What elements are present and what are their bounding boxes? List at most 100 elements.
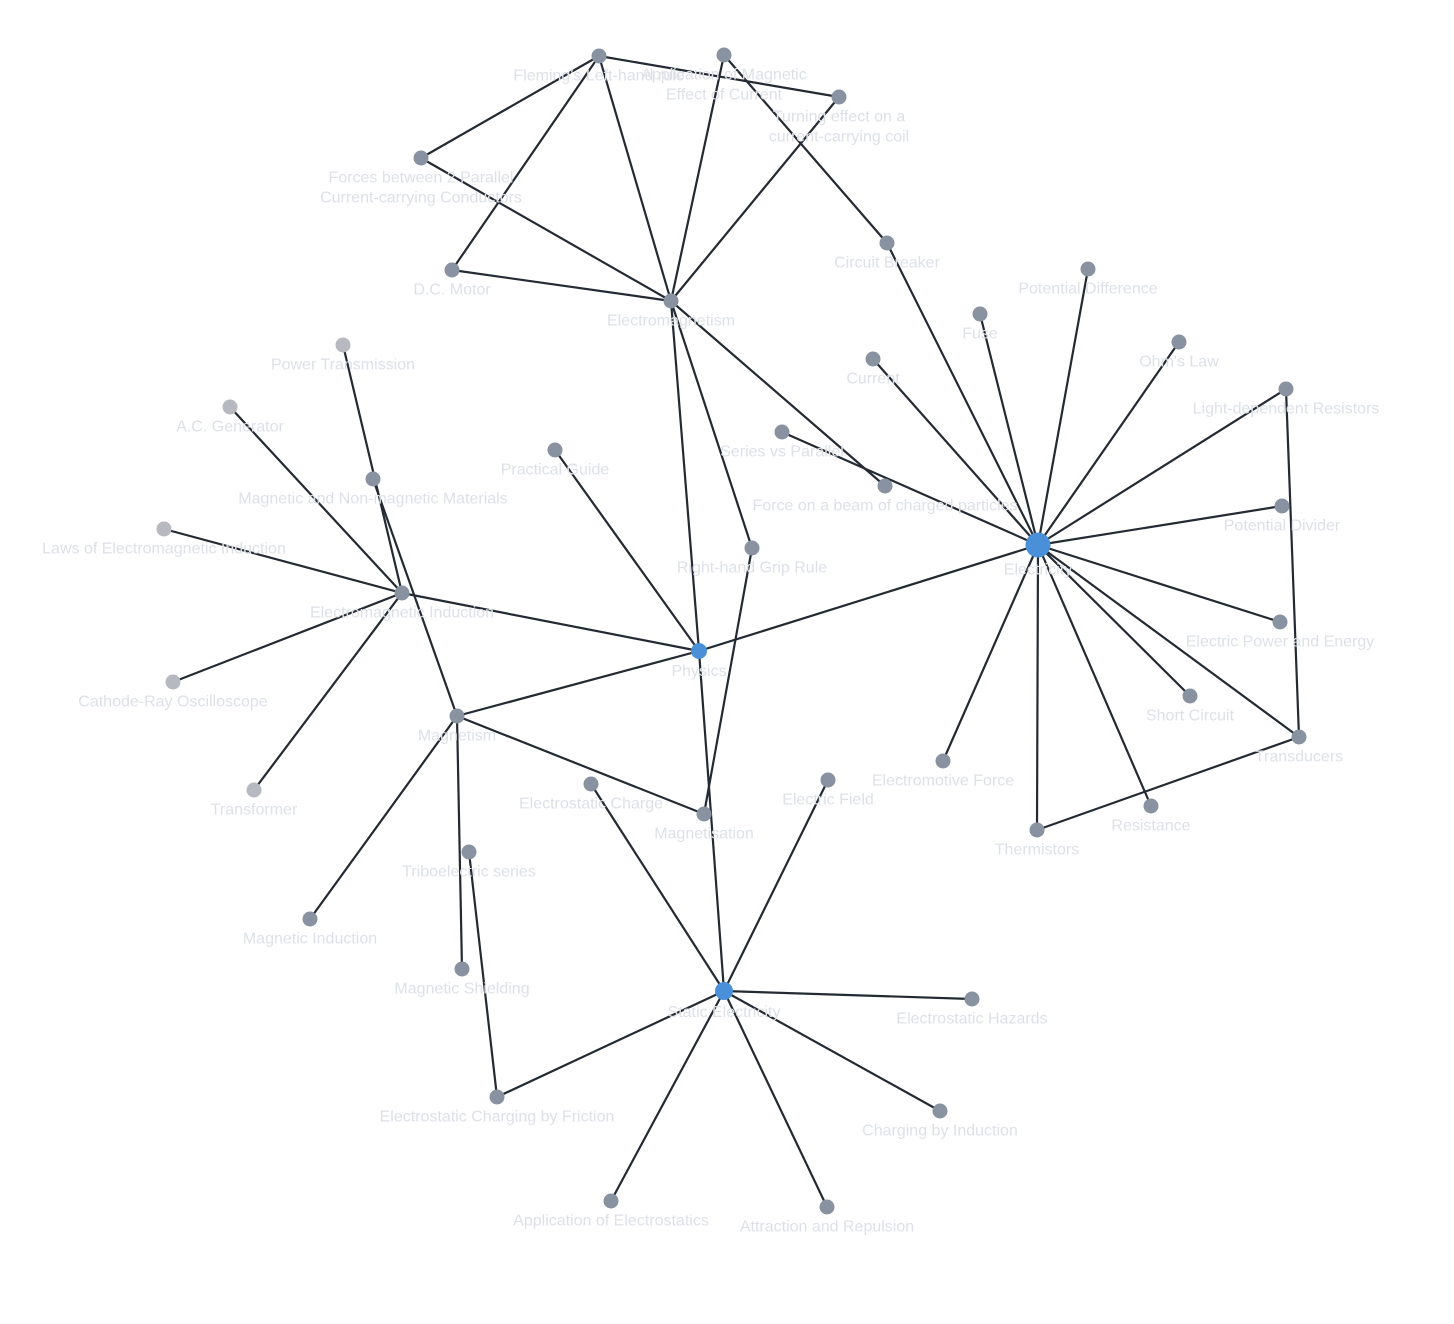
node-label-attraction: Attraction and Repulsion — [740, 1219, 914, 1236]
node-powertx[interactable]: Power Transmission — [271, 337, 415, 374]
node-circle-emf[interactable] — [935, 753, 951, 769]
node-circle-grip[interactable] — [744, 540, 760, 556]
node-circle-shielding[interactable] — [454, 961, 470, 977]
node-circle-beam[interactable] — [877, 478, 893, 494]
node-circle-magmat[interactable] — [365, 471, 381, 487]
node-laws[interactable]: Laws of Electromagnetic Induction — [42, 521, 286, 558]
node-maginduction[interactable]: Magnetic Induction — [243, 911, 377, 948]
node-circle-emi[interactable] — [394, 585, 410, 601]
node-circle-physics[interactable] — [691, 643, 707, 659]
node-circle-resistance[interactable] — [1143, 798, 1159, 814]
node-power[interactable]: Electric Power and Energy — [1186, 614, 1375, 651]
node-label-grip: Right-hand Grip Rule — [677, 560, 827, 577]
node-circle-current[interactable] — [865, 351, 881, 367]
node-circle-transducers[interactable] — [1291, 729, 1307, 745]
node-breaker[interactable]: Circuit Breaker — [834, 235, 941, 272]
node-potdiff[interactable]: Potential Difference — [1018, 261, 1158, 298]
node-circle-power[interactable] — [1272, 614, 1288, 630]
node-circle-appmag[interactable] — [716, 47, 732, 63]
node-electromagnetism[interactable]: Electromagnetism — [607, 293, 735, 330]
node-series[interactable]: Series vs Parallel — [720, 424, 844, 461]
node-circle-static[interactable] — [715, 982, 733, 1000]
node-static[interactable]: Static Electricity — [668, 982, 781, 1021]
edge-appmag-breaker — [722, 53, 889, 245]
node-dcmotor[interactable]: D.C. Motor — [413, 262, 491, 299]
node-circle-transformer[interactable] — [246, 782, 262, 798]
node-circle-esc[interactable] — [583, 776, 599, 792]
edge-fleming-forces2 — [419, 54, 601, 160]
node-circle-potdiff[interactable] — [1080, 261, 1096, 277]
node-induction[interactable]: Charging by Induction — [862, 1103, 1018, 1140]
node-circle-appes[interactable] — [603, 1193, 619, 1209]
node-emi[interactable]: Electromagnetic Induction — [310, 585, 494, 622]
node-circle-electricity[interactable] — [1025, 532, 1051, 558]
node-potdiv[interactable]: Potential Divider — [1224, 498, 1341, 535]
node-hazards[interactable]: Electrostatic Hazards — [896, 991, 1048, 1028]
node-circle-attraction[interactable] — [819, 1199, 835, 1215]
node-circle-ldr[interactable] — [1278, 381, 1294, 397]
node-acgen[interactable]: A.C. Generator — [176, 399, 284, 436]
node-cro[interactable]: Cathode-Ray Oscilloscope — [78, 674, 268, 711]
node-label-fleming: Fleming's Left-hand rule — [513, 68, 684, 85]
node-circle-friction[interactable] — [489, 1089, 505, 1105]
node-circle-thermistors[interactable] — [1029, 822, 1045, 838]
node-circle-potdiv[interactable] — [1274, 498, 1290, 514]
node-circle-turning[interactable] — [831, 89, 847, 105]
node-friction[interactable]: Electrostatic Charging by Friction — [380, 1089, 615, 1126]
node-circle-tribo[interactable] — [461, 844, 477, 860]
node-ohm[interactable]: Ohm's Law — [1139, 334, 1219, 371]
node-attraction[interactable]: Attraction and Repulsion — [740, 1199, 914, 1236]
node-current[interactable]: Current — [846, 351, 900, 388]
node-short[interactable]: Short Circuit — [1146, 688, 1235, 725]
node-circle-induction[interactable] — [932, 1103, 948, 1119]
node-beam[interactable]: Force on a beam of charged particles — [752, 478, 1018, 515]
node-circle-laws[interactable] — [156, 521, 172, 537]
node-transducers[interactable]: Transducers — [1255, 729, 1343, 766]
node-physics[interactable]: Physics — [671, 643, 727, 680]
node-circle-breaker[interactable] — [879, 235, 895, 251]
node-magnetism[interactable]: Magnetism — [418, 708, 496, 745]
node-circle-hazards[interactable] — [964, 991, 980, 1007]
node-tribo[interactable]: Triboelectric series — [402, 844, 536, 881]
node-grip[interactable]: Right-hand Grip Rule — [677, 540, 827, 577]
node-fleming[interactable]: Fleming's Left-hand rule — [513, 48, 685, 85]
node-circle-maginduction[interactable] — [302, 911, 318, 927]
node-circle-powertx[interactable] — [335, 337, 351, 353]
node-circle-efield[interactable] — [820, 772, 836, 788]
node-circle-electromagnetism[interactable] — [663, 293, 679, 309]
node-circle-practical[interactable] — [547, 442, 563, 458]
node-thermistors[interactable]: Thermistors — [995, 822, 1079, 859]
node-magnetisation[interactable]: Magnetisation — [654, 806, 754, 843]
node-practical[interactable]: Practical Guide — [501, 442, 610, 479]
node-transformer[interactable]: Transformer — [211, 782, 298, 819]
node-appes[interactable]: Application of Electrostatics — [513, 1193, 709, 1230]
node-label-cro: Cathode-Ray Oscilloscope — [78, 694, 268, 711]
node-circle-acgen[interactable] — [222, 399, 238, 415]
node-circle-magnetisation[interactable] — [696, 806, 712, 822]
node-resistance[interactable]: Resistance — [1111, 798, 1191, 835]
node-circle-dcmotor[interactable] — [444, 262, 460, 278]
node-circle-fleming[interactable] — [591, 48, 607, 64]
node-circle-fuse[interactable] — [972, 306, 988, 322]
node-ldr[interactable]: Light-dependent Resistors — [1193, 381, 1380, 418]
node-circle-ohm[interactable] — [1171, 334, 1187, 350]
edge-physics-electricity — [697, 543, 1040, 653]
node-circle-short[interactable] — [1182, 688, 1198, 704]
node-magmat[interactable]: Magnetic and Non-magnetic Materials — [238, 471, 508, 508]
node-fuse[interactable]: Fuse — [962, 306, 998, 343]
node-label-shielding: Magnetic Shielding — [394, 981, 529, 998]
node-circle-magnetism[interactable] — [449, 708, 465, 724]
node-electricity[interactable]: Electricity — [1004, 532, 1072, 579]
node-circle-cro[interactable] — [165, 674, 181, 690]
node-shielding[interactable]: Magnetic Shielding — [394, 961, 530, 998]
node-circle-forces2[interactable] — [413, 150, 429, 166]
node-efield[interactable]: Electric Field — [782, 772, 874, 809]
node-circle-series[interactable] — [774, 424, 790, 440]
node-esc[interactable]: Electrostatic Charge — [519, 776, 663, 813]
node-emf[interactable]: Electromotive Force — [872, 753, 1014, 790]
